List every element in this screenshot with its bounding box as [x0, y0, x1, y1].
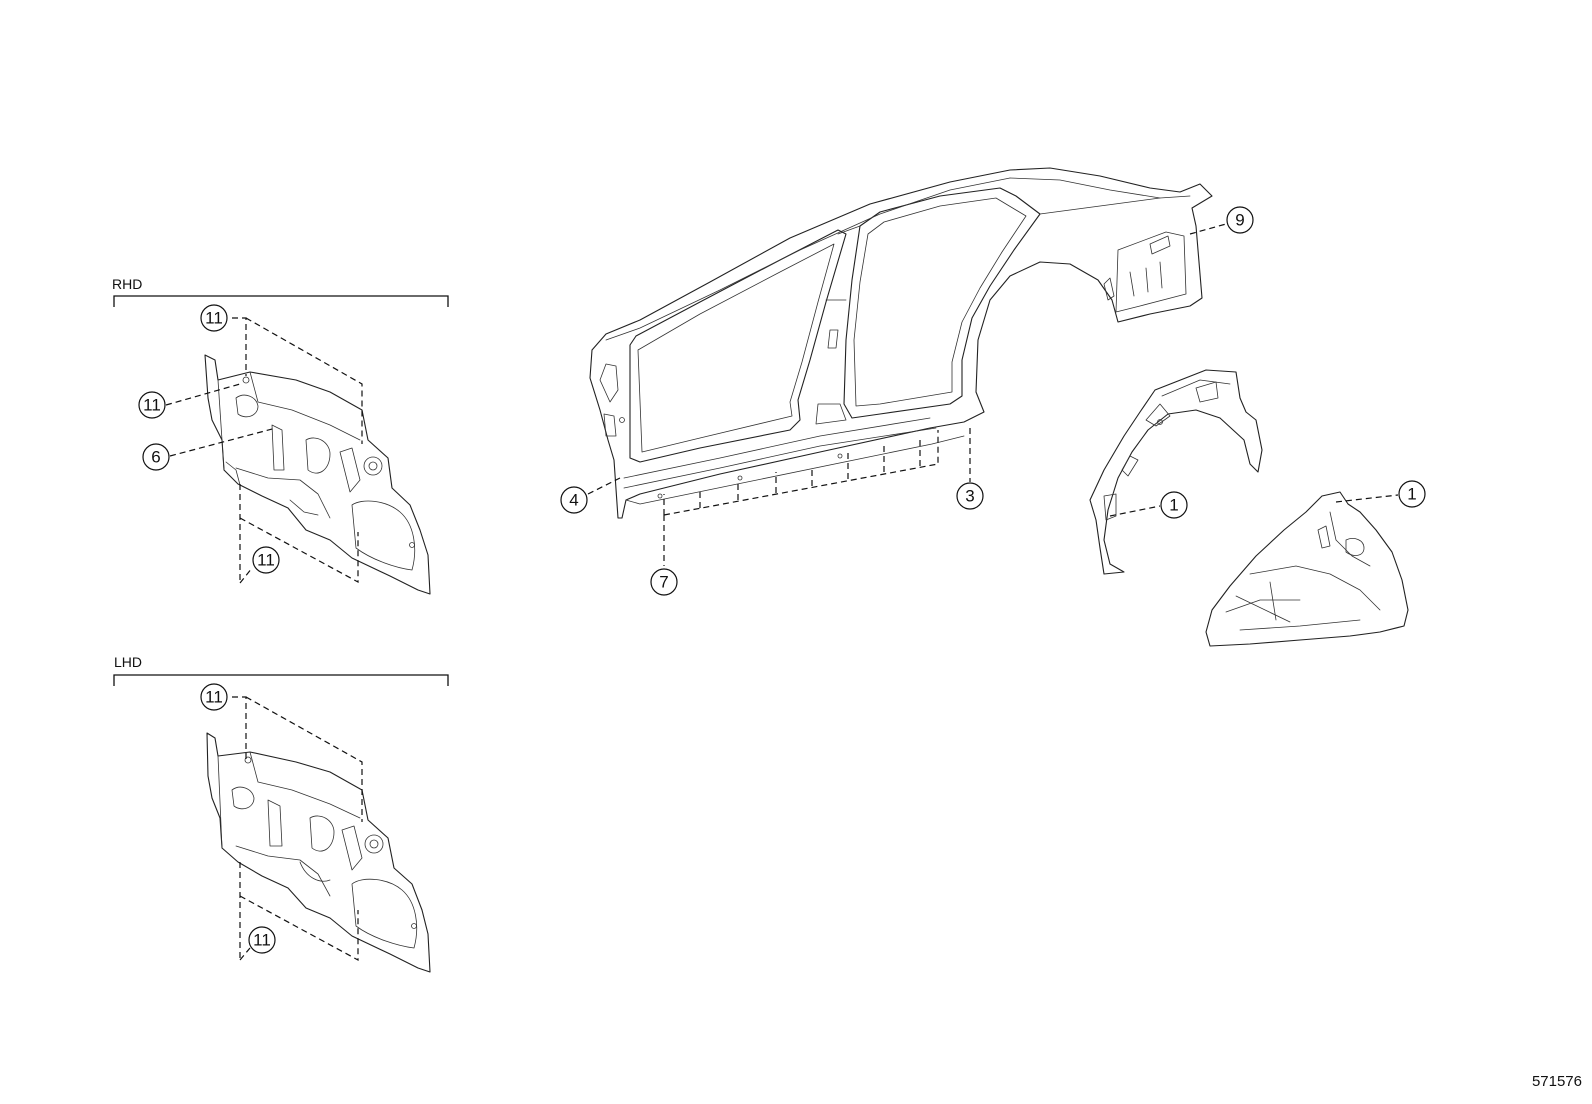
svg-text:1: 1: [1407, 485, 1416, 504]
side-callout-7[interactable]: 7: [650, 568, 678, 596]
svg-text:6: 6: [151, 448, 160, 467]
svg-text:3: 3: [965, 487, 974, 506]
svg-text:11: 11: [205, 688, 223, 707]
wheelhouse-outer-callout-1[interactable]: 1: [1160, 491, 1188, 519]
svg-text:4: 4: [569, 491, 578, 510]
side-callout-3[interactable]: 3: [956, 482, 984, 510]
svg-text:1: 1: [1169, 496, 1178, 515]
wheelhouse-inner-panel: [1205, 491, 1409, 647]
lhd-callout-11-bottom[interactable]: 11: [248, 926, 276, 954]
wheelhouse-outer-panel: [1089, 369, 1263, 575]
rhd-callout-6[interactable]: 6: [142, 443, 170, 471]
lhd-callout-11-top[interactable]: 11: [200, 683, 228, 711]
rhd-section: RHD 11: [112, 276, 449, 595]
side-callout-9[interactable]: 9: [1226, 206, 1254, 234]
rhd-section-label: RHD: [112, 276, 142, 292]
body-side-outer-panel: [589, 167, 1213, 519]
rhd-callout-11-left[interactable]: 11: [138, 391, 166, 419]
rhd-callout-11-bottom[interactable]: 11: [252, 546, 280, 574]
lhd-dash-panel: [206, 732, 431, 973]
svg-text:11: 11: [257, 551, 275, 570]
side-callout-4[interactable]: 4: [560, 486, 588, 514]
rhd-callout-11-top[interactable]: 11: [200, 304, 228, 332]
rhd-section-bracket: [113, 295, 449, 307]
svg-text:11: 11: [143, 396, 161, 415]
lhd-section: LHD 11: [113, 654, 449, 973]
diagram-reference-number: 571576: [1532, 1073, 1582, 1090]
lhd-section-label: LHD: [114, 654, 142, 670]
svg-text:9: 9: [1235, 211, 1244, 230]
rhd-dash-panel: [204, 354, 431, 595]
svg-text:11: 11: [253, 931, 271, 950]
wheelhouse-inner-callout-1[interactable]: 1: [1398, 480, 1426, 508]
lhd-section-bracket: [113, 674, 449, 686]
svg-text:7: 7: [659, 573, 668, 592]
svg-text:11: 11: [205, 309, 223, 328]
